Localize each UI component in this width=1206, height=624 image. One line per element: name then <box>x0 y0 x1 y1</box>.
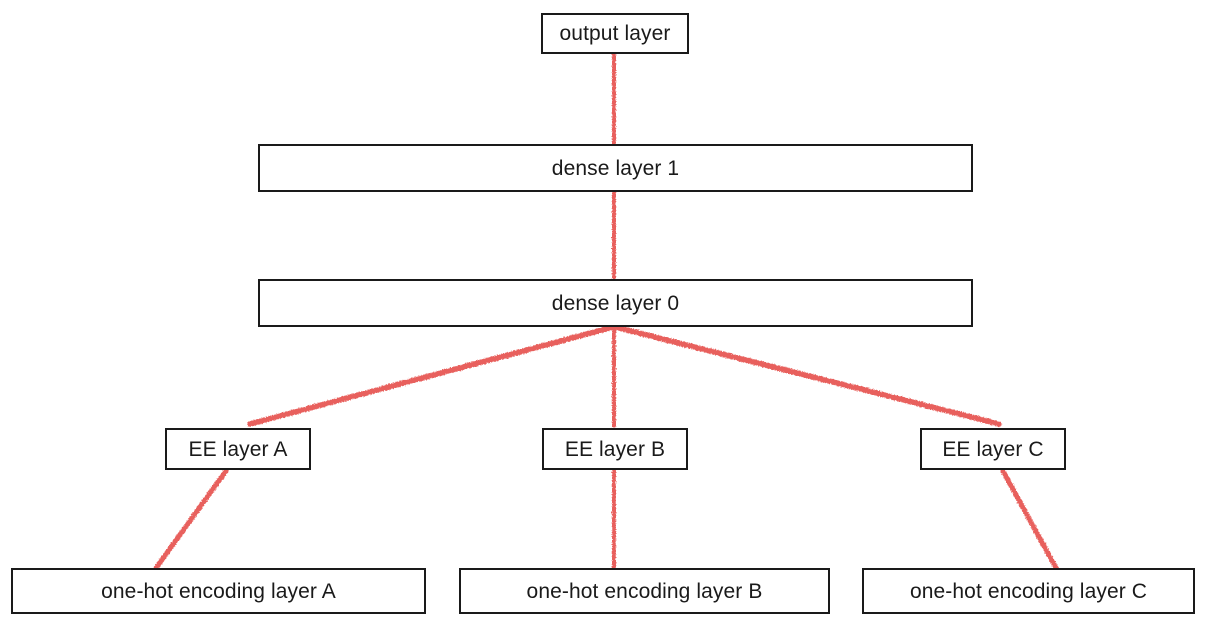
node-ee-layer-b[interactable]: EE layer B <box>542 428 688 470</box>
node-output-layer[interactable]: output layer <box>541 13 689 54</box>
node-onehot-encoding-layer-b-label: one-hot encoding layer B <box>526 579 763 603</box>
node-dense-layer-1-label: dense layer 1 <box>551 156 680 180</box>
node-output-layer-label: output layer <box>559 22 671 45</box>
edge-onehot-layer-a-to-ee-layer-a <box>153 468 229 571</box>
node-onehot-encoding-layer-a-label: one-hot encoding layer A <box>101 579 336 603</box>
node-onehot-encoding-layer-b[interactable]: one-hot encoding layer B <box>459 568 830 614</box>
node-onehot-encoding-layer-a[interactable]: one-hot encoding layer A <box>11 568 426 614</box>
node-dense-layer-0[interactable]: dense layer 0 <box>258 279 973 327</box>
node-onehot-encoding-layer-c-label: one-hot encoding layer C <box>909 579 1148 603</box>
node-ee-layer-c[interactable]: EE layer C <box>920 428 1066 470</box>
node-ee-layer-a-label: EE layer A <box>188 437 288 461</box>
node-dense-layer-0-label: dense layer 0 <box>551 291 680 315</box>
node-ee-layer-b-label: EE layer B <box>564 437 666 461</box>
node-onehot-encoding-layer-c[interactable]: one-hot encoding layer C <box>862 568 1195 614</box>
edge-onehot-layer-c-to-ee-layer-c <box>1000 468 1059 571</box>
edge-ee-layer-c-to-dense-layer-0 <box>612 324 1002 427</box>
node-dense-layer-1[interactable]: dense layer 1 <box>258 144 973 192</box>
node-ee-layer-c-label: EE layer C <box>942 437 1044 461</box>
edge-ee-layer-a-to-dense-layer-0 <box>247 324 616 427</box>
node-ee-layer-a[interactable]: EE layer A <box>165 428 311 470</box>
